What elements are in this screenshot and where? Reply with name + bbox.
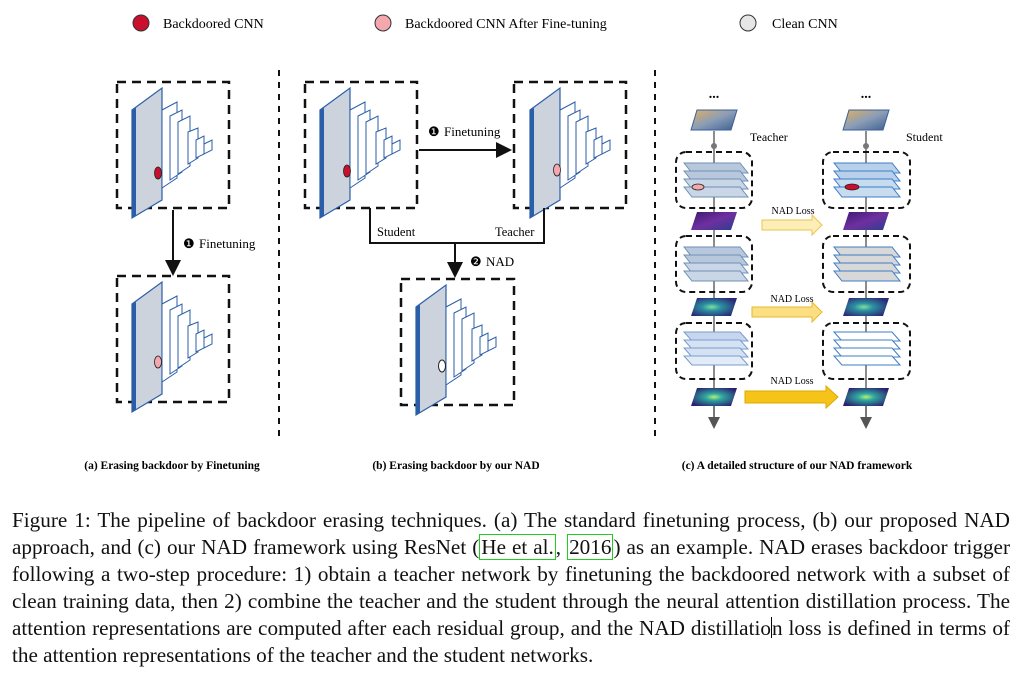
text-cursor xyxy=(770,617,772,638)
caption-text-3: n loss is defined in terms of the attent… xyxy=(12,616,1010,667)
student-trigger xyxy=(844,183,860,191)
panel-a-caption: (a) Erasing backdoor by Finetuning xyxy=(84,460,260,472)
citation-year-link[interactable]: 2016 xyxy=(567,534,614,560)
panel-a-step-label: Finetuning xyxy=(199,236,256,251)
panel-b-step2-label: NAD xyxy=(486,254,514,269)
legend-backdoored-label: Backdoored CNN xyxy=(163,17,264,32)
nad-loss-arrow-3: NAD Loss xyxy=(744,376,839,410)
student-group-3 xyxy=(822,322,911,380)
student-group-1 xyxy=(822,151,911,209)
student-attention-1 xyxy=(843,212,889,230)
panel-a-step-glyph: ❶ xyxy=(183,236,195,251)
panel-c-teacher-column xyxy=(675,109,753,429)
teacher-layers-2 xyxy=(682,246,750,282)
panel-c-caption: (c) A detailed structure of our NAD fram… xyxy=(682,460,913,472)
panel-b-step2-glyph: ❷ xyxy=(470,254,482,269)
citation-separator: , xyxy=(555,535,568,559)
panel-c-student-label: Student xyxy=(906,130,943,144)
panel-c-dots-student: ... xyxy=(861,87,872,102)
panel-a-trigger-bottom xyxy=(154,355,162,369)
nad-loss-label-3: NAD Loss xyxy=(770,376,813,387)
citation-author-link[interactable]: He et al. xyxy=(479,534,556,560)
panel-c: ... ... Teacher Student xyxy=(675,87,943,472)
nad-loss-label-2: NAD Loss xyxy=(770,294,813,305)
panel-b-caption: (b) Erasing backdoor by our NAD xyxy=(372,460,539,472)
panel-b-cnn-result xyxy=(415,284,497,416)
student-layers-3 xyxy=(832,331,902,366)
nad-loss-label-1: NAD Loss xyxy=(771,206,814,217)
teacher-input-image xyxy=(690,109,738,131)
teacher-group-3 xyxy=(675,322,753,380)
panel-c-student-column xyxy=(822,109,911,429)
panel-b-teacher-line xyxy=(455,208,545,244)
student-layers-1 xyxy=(832,162,902,198)
caption-text-1: Figure 1: The pipeline of backdoor erasi… xyxy=(12,508,1010,559)
legend-finetuned-icon xyxy=(374,14,392,32)
panel-b-cnn-teacher xyxy=(529,87,611,219)
legend-finetuned-label: Backdoored CNN After Fine-tuning xyxy=(405,17,607,32)
panel-b: ❶ Finetuning Student Teacher ❷ NAD (b) E… xyxy=(303,80,628,472)
pipeline-figure: Backdoored CNN Backdoored CNN After Fine… xyxy=(84,14,943,472)
panel-a-box-top xyxy=(115,80,231,210)
student-group-2 xyxy=(822,235,911,293)
panel-b-student-line xyxy=(369,208,455,244)
teacher-attention-2 xyxy=(691,298,737,316)
panel-a-cnn-top xyxy=(131,87,213,219)
figure-caption: Figure 1: The pipeline of backdoor erasi… xyxy=(12,507,1010,669)
legend: Backdoored CNN Backdoored CNN After Fine… xyxy=(132,14,838,32)
student-attention-2 xyxy=(843,298,889,316)
legend-clean-label: Clean CNN xyxy=(772,17,838,32)
teacher-attention-3 xyxy=(691,388,737,406)
panel-a-box-bottom xyxy=(115,274,231,404)
teacher-node-1 xyxy=(711,143,717,149)
panel-b-box-student xyxy=(303,80,419,210)
nad-loss-arrow-2: NAD Loss xyxy=(751,294,823,324)
teacher-layers-3 xyxy=(682,331,750,366)
teacher-trigger xyxy=(691,183,705,191)
legend-clean-icon xyxy=(739,14,757,32)
legend-backdoored-icon xyxy=(132,14,150,32)
panel-a-trigger-top xyxy=(154,166,162,180)
panel-b-step1-glyph: ❶ xyxy=(428,124,440,139)
student-attention-3 xyxy=(843,388,889,406)
panel-b-box-teacher xyxy=(512,80,628,210)
panel-c-dots-teacher: ... xyxy=(709,87,720,102)
panel-b-trigger-result xyxy=(438,359,446,373)
student-input-image xyxy=(842,109,890,131)
panel-b-teacher-label: Teacher xyxy=(495,225,535,239)
teacher-group-2 xyxy=(675,235,753,293)
teacher-attention-1 xyxy=(691,212,737,230)
panel-b-trigger-teacher xyxy=(553,163,561,177)
teacher-layers-1 xyxy=(682,162,750,198)
panel-b-trigger-student xyxy=(343,164,351,178)
panel-b-step1-label: Finetuning xyxy=(444,124,501,139)
panel-c-teacher-label: Teacher xyxy=(750,130,788,144)
panel-b-student-label: Student xyxy=(377,225,416,239)
panel-a-cnn-bottom xyxy=(131,281,213,413)
student-layers-2 xyxy=(832,246,902,282)
caption-text-2: ) as an example. NAD erases backdoor tri… xyxy=(12,535,1010,640)
panel-b-cnn-student xyxy=(319,87,401,219)
panel-a: ❶ Finetuning (a) Erasing backdoor by Fin… xyxy=(84,80,260,472)
nad-loss-arrow-1: NAD Loss xyxy=(761,206,823,237)
teacher-group-1 xyxy=(675,151,753,209)
student-node-1 xyxy=(863,143,869,149)
